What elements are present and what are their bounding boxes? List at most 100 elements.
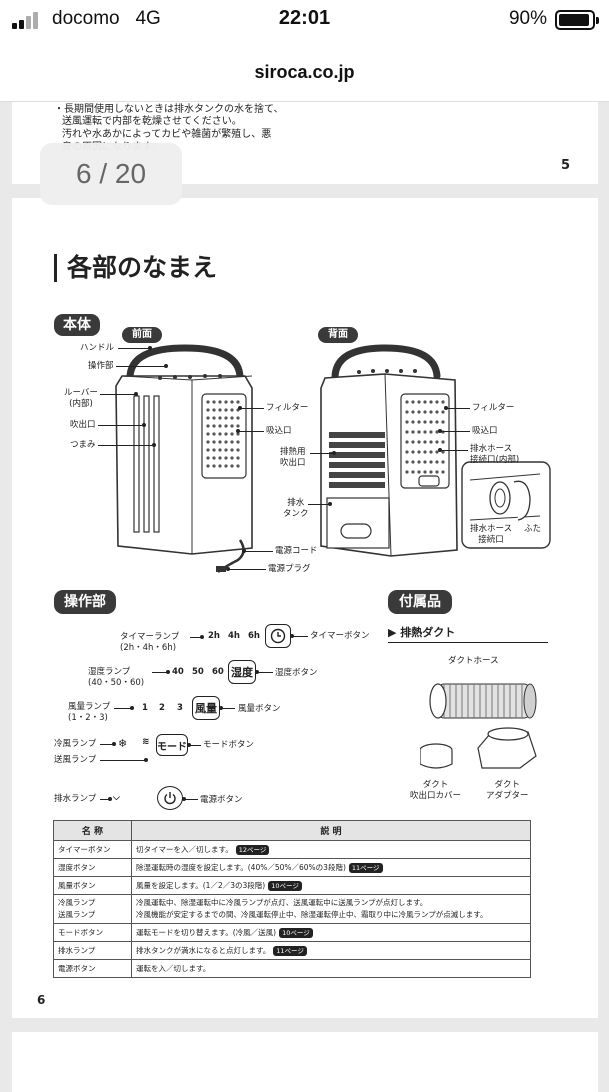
body-heading: 本体 xyxy=(54,314,100,336)
cool-lamp-label: 冷風ランプ xyxy=(54,739,97,749)
front-unit-illustration xyxy=(115,344,253,574)
row-description: 排水タンクが満水になると点灯します。11ページ xyxy=(131,941,531,960)
page-ref: 12ページ xyxy=(235,844,270,855)
label-duct-cover: ダクト 吹出口カバー xyxy=(410,780,462,801)
leader-line xyxy=(444,406,470,410)
row-name: 電源ボタン xyxy=(53,959,132,978)
leader-line xyxy=(255,670,273,674)
wind-value-2: 2 xyxy=(159,703,165,713)
humidity-button-label: 湿度ボタン xyxy=(275,668,318,678)
control-panel-heading: 操作部 xyxy=(54,590,116,614)
label-louver: ルーバー (内部) xyxy=(64,388,98,409)
row-description: 風量を設定します。(1／2／3の3段階)10ページ xyxy=(131,876,531,895)
leader-line xyxy=(116,364,168,368)
page-number: 6 xyxy=(37,993,46,1007)
wind-lamp-label: 風量ランプ (1・2・3) xyxy=(68,702,111,723)
label-duct-adapter: ダクト アダプター xyxy=(486,780,529,801)
address-bar[interactable]: siroca.co.jp xyxy=(0,42,609,102)
leader-line xyxy=(290,634,308,638)
header-description: 説 明 xyxy=(131,820,531,841)
status-bar: docomo 4G 22:01 90% xyxy=(0,0,609,42)
carrier: docomo 4G xyxy=(52,8,161,29)
label-inset-port: 排水ホース 接続口 xyxy=(470,524,513,545)
pdf-page-7 xyxy=(12,1032,598,1092)
row-description: 切タイマーを入／切します。12ページ xyxy=(131,840,531,859)
back-label: 背面 xyxy=(318,327,358,343)
label-filter-back: フィルター xyxy=(472,403,515,413)
prev-text-line-1: ・長期間使用しないときは排水タンクの水を捨て、 xyxy=(54,104,284,115)
leader-line xyxy=(226,567,266,571)
leader-line xyxy=(310,451,336,455)
back-unit-illustration xyxy=(320,344,458,557)
page-counter: 6 / 20 xyxy=(40,143,182,205)
row-name: 風量ボタン xyxy=(53,876,132,895)
accessory-divider xyxy=(388,642,548,643)
power-icon xyxy=(164,792,176,805)
leader-line xyxy=(98,423,146,427)
drain-inset-illustration xyxy=(461,461,551,549)
mode-button-illustration: モード xyxy=(156,734,188,756)
wind-value-1: 1 xyxy=(142,703,148,713)
label-drain-tank: 排水 タンク xyxy=(283,498,309,519)
timer-lamp-label: タイマーランプ (2h・4h・6h) xyxy=(120,632,180,653)
fan-lamp-label: 送風ランプ xyxy=(54,755,97,765)
label-handle: ハンドル xyxy=(80,343,115,353)
prev-text-line-3: 汚れや水あかによってカビや雑菌が繁殖し、悪 xyxy=(62,129,272,140)
label-control-panel: 操作部 xyxy=(88,361,114,371)
wind-button-label: 風量ボタン xyxy=(238,704,281,714)
timer-value-6h: 6h xyxy=(248,631,260,641)
humidity-value-50: 50 xyxy=(192,667,204,677)
label-knob: つまみ xyxy=(70,440,96,450)
humidity-button-illustration: 湿度 xyxy=(228,660,256,684)
leader-line xyxy=(100,392,138,396)
label-power-plug: 電源プラグ xyxy=(268,564,311,574)
label-drain-hose-port: 排水ホース 接続口(内部) xyxy=(470,444,520,465)
leader-line xyxy=(98,443,156,447)
leader-line xyxy=(438,448,468,452)
table-row: 湿度ボタン 除湿運転時の湿度を設定します。(40%／50%／60%の3段階)11… xyxy=(53,858,531,877)
timer-value-2h: 2h xyxy=(208,631,220,641)
parts-description-table: 名 称 説 明 タイマーボタン 切タイマーを入／切します。12ページ 湿度ボタン… xyxy=(53,820,531,978)
page-ref: 11ページ xyxy=(273,945,307,956)
row-name: 冷風ランプ 送風ランプ xyxy=(53,894,132,924)
leader-line xyxy=(219,706,235,710)
row-name: タイマーボタン xyxy=(53,840,132,859)
table-row: タイマーボタン 切タイマーを入／切します。12ページ xyxy=(53,840,531,859)
leader-line xyxy=(182,797,198,801)
table-row: モードボタン 運転モードを切り替えます。(冷風／送風)10ページ xyxy=(53,923,531,942)
leader-line xyxy=(190,635,204,639)
humidity-value-60: 60 xyxy=(212,667,224,677)
front-label: 前面 xyxy=(122,327,162,343)
prev-text-line-2: 送風運転で内部を乾燥させてください。 xyxy=(62,116,242,127)
table-row: 風量ボタン 風量を設定します。(1／2／3の3段階)10ページ xyxy=(53,876,531,895)
leader-line xyxy=(187,743,201,747)
label-exhaust-outlet: 排熱用 吹出口 xyxy=(280,447,306,468)
humidity-lamp-label: 湿度ランプ (40・50・60) xyxy=(88,667,145,688)
table-row: 排水ランプ 排水タンクが満水になると点灯します。11ページ xyxy=(53,941,531,960)
label-inset-cap: ふた xyxy=(524,524,542,534)
page-number: 5 xyxy=(560,158,570,173)
leader-line xyxy=(308,502,332,506)
label-power-cord: 電源コード xyxy=(275,546,318,556)
power-button-label: 電源ボタン xyxy=(200,795,243,805)
snowflake-icon: ❄ xyxy=(118,737,128,750)
power-button-illustration xyxy=(157,786,183,810)
leader-line xyxy=(100,742,116,746)
battery-icon xyxy=(555,10,599,30)
drain-lamp-label: 排水ランプ xyxy=(54,794,97,804)
row-name: 排水ランプ xyxy=(53,941,132,960)
duct-illustration xyxy=(420,683,537,769)
fan-icon: ≋ xyxy=(142,737,150,747)
timer-value-4h: 4h xyxy=(228,631,240,641)
accessory-title: ▶ 排熱ダクト xyxy=(388,626,456,639)
table-row: 電源ボタン 運転を入／切します。 xyxy=(53,959,531,978)
mode-button-label: モードボタン xyxy=(203,740,255,750)
url-text[interactable]: siroca.co.jp xyxy=(254,62,355,82)
leader-line xyxy=(100,797,112,801)
accessories-heading: 付属品 xyxy=(388,590,452,614)
leader-line xyxy=(114,706,134,710)
wind-button-illustration: 風量 xyxy=(192,696,220,720)
label-intake-back: 吸込口 xyxy=(472,426,498,436)
page-ref: 10ページ xyxy=(279,927,313,938)
row-name: モードボタン xyxy=(53,923,132,942)
